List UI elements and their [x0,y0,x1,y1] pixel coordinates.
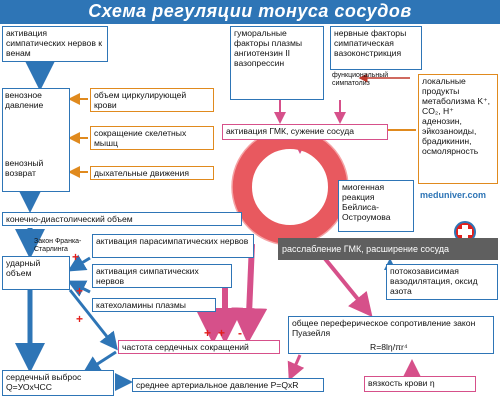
label-functional-sympatolysis: функциональный симпатолиз [332,72,389,87]
label-poiseuille: R=8lη/πr⁴ [370,342,408,352]
watermark-text: meduniver.com [420,190,487,200]
arrow-para-to-hr [231,243,268,344]
box-venous [2,88,70,192]
title-bar [0,0,500,24]
arrow-stroke-to-hr [68,289,118,351]
box-parasympathetic: активация парасимпатических нервов [92,234,254,258]
box-local-products: локальные продукты метаболизма K⁺, CO₂, … [418,74,498,184]
page-title: Схема регуляции тонуса сосудов [88,1,412,21]
box-heart-rate: частота сердечных сокращений [118,340,280,354]
sign-plus-2: + [76,284,84,298]
box-viscosity: вязкость крови η [364,376,476,392]
box-myogenic: миогенная реакция Бейлиса-Остроумова [338,180,414,232]
arrow-resistance-to-mean [287,354,305,381]
label-frank-starling: Закон Франка-Старлинга [34,238,82,253]
box-blood-volume: объем циркулирующей крови [90,88,214,112]
ring-label-top: ГМК [274,151,297,163]
sign-plus-3: + [76,312,84,326]
box-catecholamines: катехоламины плазмы [92,298,216,312]
arrow-heart-to-output [82,350,117,374]
label-venous-pressure: венозное давление [5,90,44,110]
box-sympathetic-veins: активация симпатических нервов к венам [2,26,108,62]
box-skeletal-muscles: сокращение скелетных мышц [90,126,214,150]
box-peripheral-resistance [288,316,494,354]
box-smc-activation: активация ГМК, сужение сосуда [222,124,388,140]
box-humoral: гуморальные факторы плазмы ангиотензин I… [230,26,324,100]
box-nervous: нервные факторы симпатическая вазоконстр… [330,26,422,70]
sign-plus-1: + [72,250,80,264]
sign-minus: - [238,326,242,340]
ring-label-bottom: СОСУД [262,205,316,217]
box-mean-pressure: среднее артериальное давление P=QxR [132,378,324,392]
box-cardiac-output: сердечный выброс Q=УОхЧСС [2,370,114,396]
label-peripheral-resistance: общее переферическое сопротивление закон… [292,318,476,338]
sign-plus-5: + [218,326,226,340]
arrow-sym-to-stroke [67,254,91,272]
box-stroke-volume: ударный объем [2,256,70,290]
box-sympathetic: активация симпатических нервов [92,264,232,288]
box-flow-dependent: потокозависимая вазодилятация, оксид азо… [386,264,498,300]
box-end-diastolic: конечно-диастолический объем [2,212,242,226]
box-breathing: дыхательные движения [90,166,214,180]
arrow-cat-to-stroke [67,280,91,297]
sign-plus-4: + [204,326,212,340]
box-relaxation: расслабление ГМК, расширение сосуда [278,238,498,260]
label-venous-return: венозный возврат [5,158,44,178]
